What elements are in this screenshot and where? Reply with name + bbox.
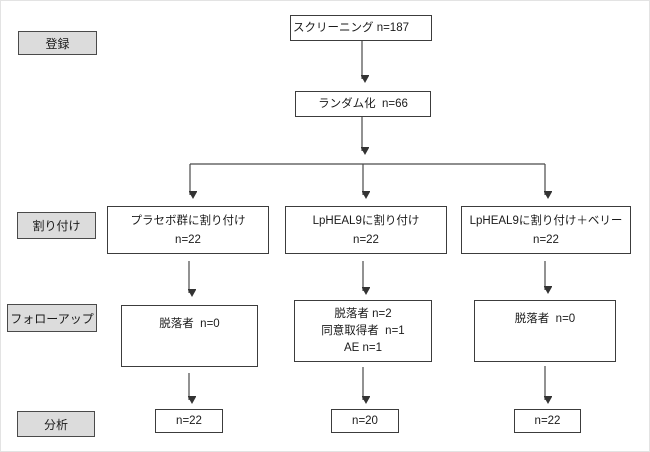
allocation-lpheal9-berry-n: n=22 (533, 234, 559, 246)
stage-label-analysis: 分析 (17, 411, 95, 437)
stage-label-followup: フォローアップ (7, 304, 97, 332)
followup-lpheal9-consent: 同意取得者 n=1 (321, 325, 405, 337)
stage-label-allocation: 割り付け (17, 212, 96, 239)
followup-lpheal9-ae: AE n=1 (343, 342, 383, 354)
randomization-box: ランダム化 n=66 (295, 91, 431, 117)
followup-lpheal9-berry-dropout: 脱落者 n=0 (514, 313, 576, 325)
analysis-box-lpheal9: n=20 (331, 409, 399, 433)
screening-box: スクリーニング n=187 (290, 15, 432, 41)
screening-text: スクリーニング n=187 (293, 21, 409, 34)
analysis-placebo-n: n=22 (176, 414, 202, 427)
analysis-box-lpheal9-berry: n=22 (514, 409, 581, 433)
analysis-box-placebo: n=22 (155, 409, 223, 433)
stage-label-enrollment: 登録 (18, 31, 97, 55)
followup-box-lpheal9-berry: 脱落者 n=0 (474, 300, 616, 362)
followup-box-lpheal9: 脱落者 n=2 同意取得者 n=1 AE n=1 (294, 300, 432, 362)
allocation-box-lpheal9-berry: LpHEAL9に割り付け＋ベリー n=22 (461, 206, 631, 254)
allocation-lpheal9-n: n=22 (353, 234, 379, 246)
allocation-box-lpheal9: LpHEAL9に割り付け n=22 (285, 206, 447, 254)
allocation-placebo-line1: プラセボ群に割り付け (130, 215, 246, 227)
allocation-placebo-n: n=22 (175, 234, 201, 246)
followup-lpheal9-dropout: 脱落者 n=2 (334, 308, 392, 320)
followup-box-placebo: 脱落者 n=0 (121, 305, 258, 367)
allocation-box-placebo: プラセボ群に割り付け n=22 (107, 206, 269, 254)
followup-placebo-dropout: 脱落者 n=0 (159, 318, 220, 330)
analysis-lpheal9-berry-n: n=22 (534, 414, 561, 427)
analysis-lpheal9-n: n=20 (352, 414, 378, 427)
allocation-lpheal9-line1: LpHEAL9に割り付け (312, 215, 420, 227)
randomization-text: ランダム化 n=66 (318, 97, 408, 110)
allocation-lpheal9-berry-line1: LpHEAL9に割り付け＋ベリー (469, 215, 623, 227)
